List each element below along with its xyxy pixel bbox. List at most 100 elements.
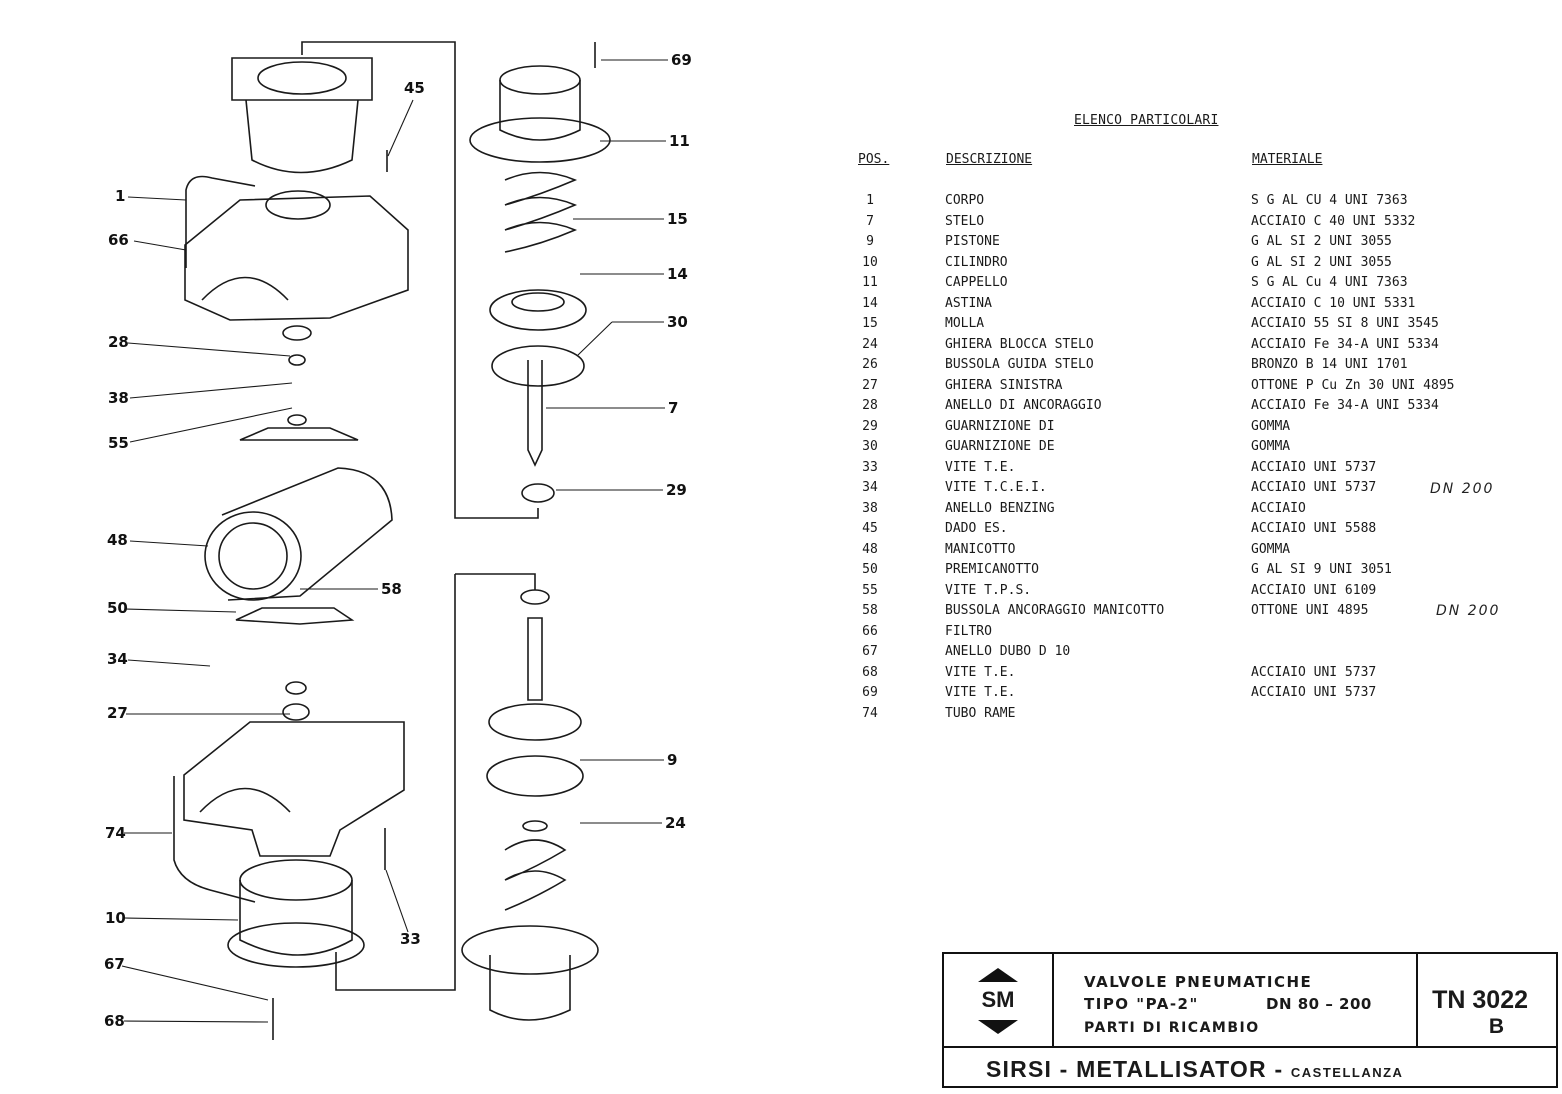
- part-material: ACCIAIO UNI 5737: [1251, 480, 1377, 495]
- part-position: 9: [866, 234, 874, 249]
- part-description: BUSSOLA GUIDA STELO: [945, 357, 1094, 372]
- part-position: 28: [862, 398, 878, 413]
- part-material: G AL SI 2 UNI 3055: [1251, 254, 1392, 270]
- callout-7: 7: [668, 399, 679, 417]
- callout-58: 58: [381, 580, 402, 598]
- drawing-description: VALVOLE PNEUMATICHE TIPO "PA-2" DN 80 – …: [1054, 954, 1418, 1046]
- part-position: 50: [862, 562, 878, 577]
- part-position: 27: [862, 377, 878, 393]
- part-position: 48: [862, 541, 878, 557]
- cylinder-part: [239, 880, 353, 956]
- part-material: GOMMA: [1251, 541, 1291, 557]
- part-description: FILTRO: [945, 623, 992, 639]
- column-header-description: DESCRIZIONE: [946, 152, 1033, 167]
- callout-74: 74: [105, 824, 126, 842]
- drawing-number-cell: TN 3022 B: [1418, 954, 1556, 1046]
- parts-row: 29 GUARNIZIONE DI GOMMA: [850, 419, 1500, 440]
- company-footer: SIRSI - METALLISATOR - CASTELLANZA: [944, 1046, 1556, 1088]
- upper-plate-part: [239, 427, 359, 441]
- part-description: DADO ES.: [945, 521, 1008, 536]
- part-material: ACCIAIO UNI 5737: [1251, 459, 1377, 475]
- drawing-code: TN 3022: [1432, 986, 1528, 1014]
- company-name: SIRSI - METALLISATOR: [986, 1056, 1267, 1082]
- part-position: 14: [862, 295, 878, 311]
- handwritten-note: DN 200: [1430, 481, 1495, 497]
- part-material: GOMMA: [1251, 418, 1291, 434]
- part-material: G AL SI 2 UNI 3055: [1251, 234, 1392, 249]
- parts-row: 33 VITE T.E. ACCIAIO UNI 5737: [850, 460, 1500, 481]
- description-line-3: PARTI DI RICAMBIO: [1084, 1020, 1260, 1036]
- part-material: G AL SI 9 UNI 3051: [1251, 562, 1392, 577]
- part-material: ACCIAIO Fe 34-A UNI 5334: [1251, 336, 1439, 352]
- parts-row: 67 ANELLO DUBO D 10: [850, 644, 1500, 665]
- part-material: GOMMA: [1251, 439, 1291, 454]
- callout-48: 48: [107, 531, 128, 549]
- part-description: VITE T.E.: [945, 459, 1016, 475]
- handwritten-note: DN 200: [1436, 603, 1501, 619]
- part-material: ACCIAIO C 40 UNI 5332: [1251, 213, 1416, 229]
- part-description: PISTONE: [945, 234, 1000, 249]
- logo-text: SM: [981, 987, 1015, 1012]
- part-description: ANELLO BENZING: [945, 500, 1055, 516]
- part-material: ACCIAIO: [1251, 500, 1306, 516]
- part-description: GUARNIZIONE DI: [945, 418, 1055, 434]
- part-description: VITE T.C.E.I.: [945, 480, 1047, 495]
- callout-10: 10: [105, 909, 126, 927]
- part-description: CAPPELLO: [945, 275, 1008, 290]
- parts-row: 9 PISTONE G AL SI 2 UNI 3055: [850, 234, 1500, 255]
- company-name-line: SIRSI - METALLISATOR - CASTELLANZA: [986, 1056, 1404, 1082]
- part-material: S G AL CU 4 UNI 7363: [1251, 193, 1408, 208]
- lower-body-part: [183, 721, 405, 857]
- part-description: GHIERA BLOCCA STELO: [945, 336, 1094, 352]
- part-material: BRONZO B 14 UNI 1701: [1251, 357, 1408, 372]
- part-position: 68: [862, 664, 878, 680]
- callout-67: 67: [104, 955, 125, 973]
- company-city: CASTELLANZA: [1290, 1065, 1404, 1080]
- part-position: 29: [862, 418, 878, 434]
- part-position: 67: [862, 644, 878, 659]
- part-description: ANELLO DUBO D 10: [945, 644, 1071, 659]
- part-position: 34: [862, 480, 878, 495]
- part-position: 24: [862, 336, 878, 352]
- part-position: 15: [862, 316, 878, 331]
- parts-list-title: ELENCO PARTICOLARI: [1074, 113, 1219, 128]
- exploded-view-drawing: [121, 41, 668, 1040]
- callout-68: 68: [104, 1012, 125, 1030]
- part-position: 33: [862, 459, 878, 475]
- callout-28: 28: [108, 333, 129, 351]
- callout-29: 29: [666, 481, 687, 499]
- callout-33: 33: [400, 930, 421, 948]
- part-position: 10: [862, 254, 878, 270]
- callout-9: 9: [667, 751, 678, 769]
- part-description: TUBO RAME: [945, 705, 1016, 721]
- part-material: OTTONE P Cu Zn 30 UNI 4895: [1251, 377, 1455, 393]
- description-line-1: VALVOLE PNEUMATICHE: [1084, 973, 1313, 991]
- logo-arrows-icon: [978, 968, 1018, 1034]
- callout-45: 45: [404, 79, 425, 97]
- cap-part: [499, 80, 581, 141]
- callout-50: 50: [107, 599, 128, 617]
- callout-24: 24: [665, 814, 686, 832]
- part-position: 45: [862, 521, 878, 536]
- callout-38: 38: [108, 389, 129, 407]
- part-material: ACCIAIO C 10 UNI 5331: [1251, 295, 1416, 311]
- part-position: 7: [866, 213, 874, 229]
- description-type: TIPO "PA-2": [1084, 995, 1199, 1013]
- part-description: GUARNIZIONE DE: [945, 439, 1055, 454]
- callout-27: 27: [107, 704, 128, 722]
- description-dn: DN 80 – 200: [1266, 995, 1372, 1013]
- column-header-pos: POS.: [858, 152, 890, 167]
